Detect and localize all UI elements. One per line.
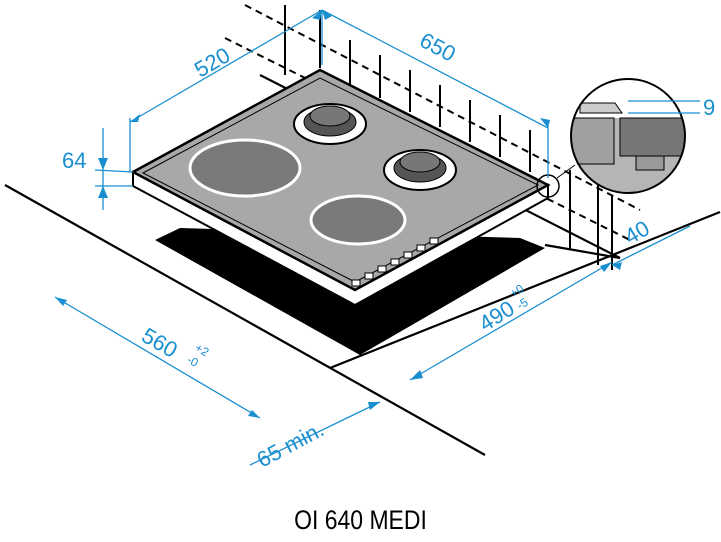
detail-leader — [556, 164, 576, 179]
electric-plate-small — [309, 194, 407, 246]
dim-wall-distance-label: 40 — [620, 215, 654, 249]
cutout-width-tol-plus: +2 — [193, 340, 212, 359]
hob-frame — [141, 77, 540, 283]
wall-dashed-line — [224, 37, 631, 241]
counter-edge — [4, 184, 486, 456]
dim-cutout-depth-label: 490 — [474, 296, 518, 337]
wall-dashed-line — [244, 4, 641, 211]
dim-front-min-label: 65 min. — [253, 416, 328, 472]
dim-cutout-width-label: 560 — [138, 323, 182, 363]
detail-view — [570, 78, 686, 194]
counter-edge — [329, 210, 721, 370]
model-name: OI 640 MEDI — [294, 505, 427, 535]
dim-detail-label: 9 — [703, 95, 715, 120]
counter-back — [544, 243, 621, 260]
gas-burner — [293, 103, 367, 145]
dim-height-label: 64 — [62, 148, 86, 173]
control-knobs — [351, 237, 439, 287]
electric-plate-large — [188, 138, 302, 198]
dimension-arrows — [55, 10, 622, 418]
dim-depth-label: 520 — [190, 42, 234, 82]
gas-burner — [383, 149, 457, 191]
cutout-depth-tol-plus: +0 — [507, 281, 526, 300]
dim-width-label: 650 — [416, 27, 460, 66]
dimension-lines — [54, 9, 700, 466]
